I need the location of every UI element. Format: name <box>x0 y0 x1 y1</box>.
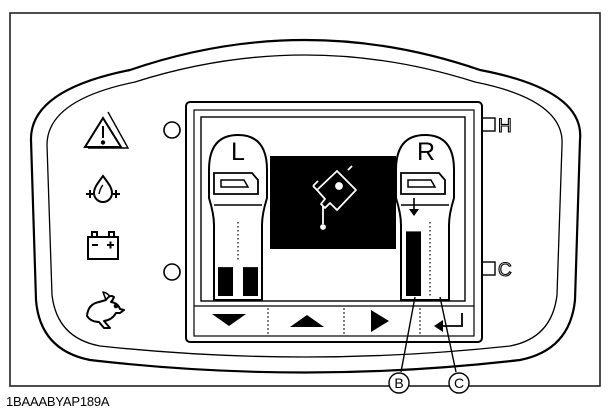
low-indicator-box <box>481 261 496 276</box>
rabbit-speed-icon <box>86 291 125 329</box>
low-indicator-label: C <box>498 260 512 281</box>
callout-c-leader <box>439 296 457 373</box>
right-gauge-letter: R <box>417 138 435 166</box>
hydraulic-tool-icon <box>312 165 357 230</box>
left-lamp-bottom <box>163 263 181 281</box>
callout-c-circle <box>448 372 470 394</box>
high-indicator-box <box>481 117 496 132</box>
figure-reference-code: 1BAAABYAP189A <box>6 394 110 409</box>
right-gauge <box>395 133 455 301</box>
battery-icon <box>87 231 119 260</box>
callout-c-label: C <box>454 375 464 391</box>
figure-frame <box>9 12 601 387</box>
right-gauge-arrow-icon <box>409 198 419 216</box>
enter-return-icon <box>434 313 463 332</box>
high-indicator-label: H <box>498 116 512 137</box>
oil-pressure-icon <box>86 174 120 203</box>
callout-b-leader <box>400 296 416 373</box>
panel-bezel <box>46 54 563 358</box>
triangle-down-icon <box>212 314 246 326</box>
callout-b-label: B <box>394 375 403 391</box>
left-gauge <box>208 133 268 301</box>
left-gauge-level-bar <box>218 267 233 296</box>
left-gauge-letter: L <box>231 138 245 166</box>
warning-triangle-icon <box>83 111 130 149</box>
left-lamp-top <box>163 121 181 139</box>
left-gauge-level-bar-2 <box>243 267 258 296</box>
triangle-up-icon <box>290 315 324 327</box>
center-display <box>270 156 396 249</box>
triangle-right-icon <box>371 310 389 332</box>
left-gauge-superscript: 2 <box>273 161 281 177</box>
right-gauge-level-bar <box>406 231 421 296</box>
callout-b-circle <box>388 372 410 394</box>
